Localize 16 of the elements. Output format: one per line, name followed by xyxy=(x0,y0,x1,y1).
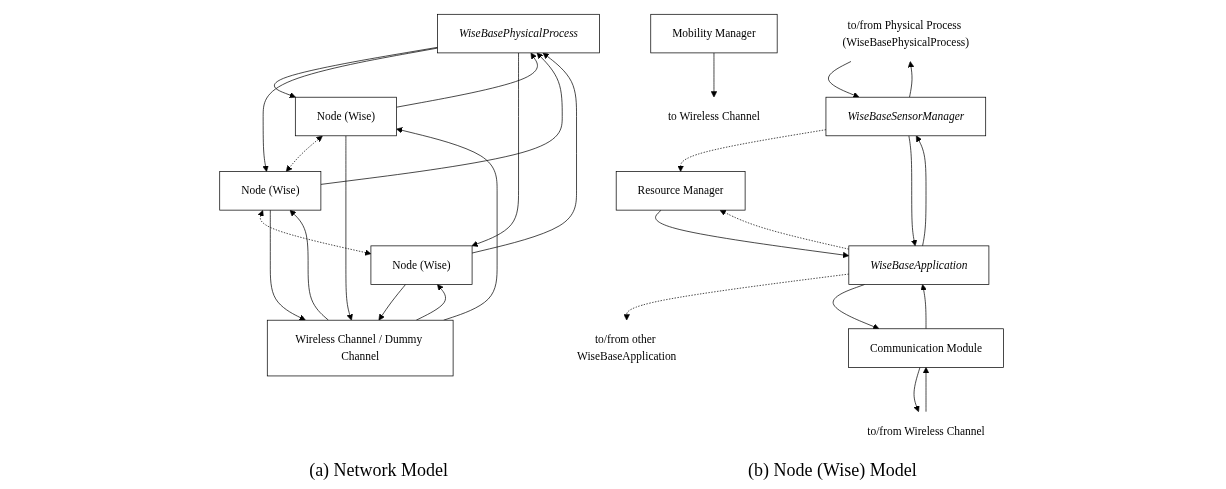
node-box: Communication Module xyxy=(848,328,1004,368)
node-box: Node (Wise) xyxy=(370,245,473,285)
caption-text: (b) Node (Wise) Model xyxy=(748,460,917,481)
node-text: to Wireless Channel xyxy=(667,110,761,123)
node-text: to/from Physical Process (WiseBasePhysicalProcess) xyxy=(842,18,970,48)
node-box: Mobility Manager xyxy=(650,13,778,54)
caption-text: (a) Network Model xyxy=(309,460,449,481)
node-box: Node (Wise) xyxy=(295,96,397,137)
node-box: Resource Manager xyxy=(615,171,746,211)
node-box: Wireless Channel / Dummy Channel xyxy=(266,319,454,377)
node-text: to/from other WiseBaseApplication xyxy=(577,333,677,363)
node-box: WiseBaseSensorManager xyxy=(825,96,987,137)
node-box: WiseBasePhysicalProcess xyxy=(437,13,600,54)
node-box: Node (Wise) xyxy=(219,171,322,211)
node-box: WiseBaseApplication xyxy=(848,245,990,285)
node-text: to/from Wireless Channel xyxy=(867,424,985,437)
